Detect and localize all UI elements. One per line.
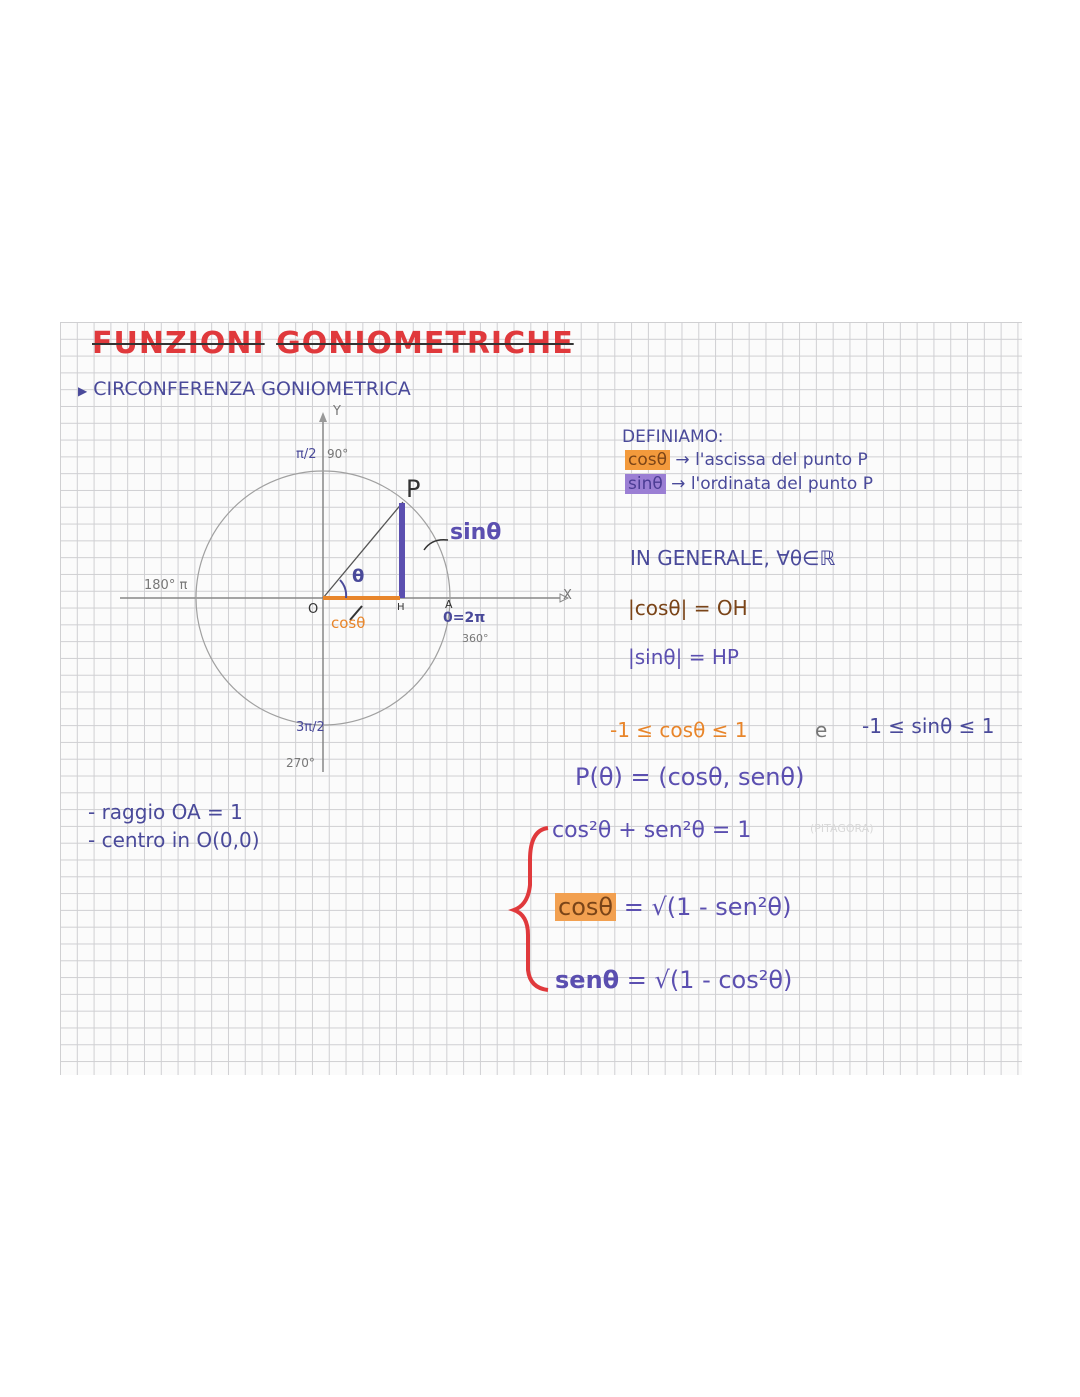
page-title: FUNZIONI GONIOMETRICHE bbox=[92, 326, 574, 361]
sin-definition: → l'ordinata del punto P bbox=[671, 474, 873, 494]
sin-formula: senθ = √(1 - cos²θ) bbox=[555, 966, 792, 994]
label-a: A bbox=[445, 598, 453, 611]
sin-arrow bbox=[423, 538, 449, 551]
label-p: P bbox=[406, 475, 421, 503]
sin-formula-lhs: senθ bbox=[555, 966, 620, 994]
sin-label: sinθ bbox=[450, 520, 502, 545]
grid-paper bbox=[60, 322, 1022, 1075]
label-180: 180° π bbox=[144, 578, 188, 593]
cos-arrow bbox=[349, 605, 363, 621]
definitions-heading: DEFINIAMO: bbox=[622, 427, 724, 447]
label-90-deg: 90° bbox=[327, 447, 349, 461]
point-definition: P(θ) = (cosθ, senθ) bbox=[575, 763, 805, 791]
range-sin: -1 ≤ sinθ ≤ 1 bbox=[862, 714, 995, 738]
cos-formula-rhs: = √(1 - sen²θ) bbox=[623, 893, 792, 921]
definition-cos: cosθ → l'ascissa del punto P bbox=[625, 450, 868, 470]
cos-label: cosθ bbox=[331, 614, 366, 632]
cos-formula-lhs: cosθ bbox=[555, 893, 617, 921]
system-brace bbox=[508, 826, 549, 992]
angle-theta: θ bbox=[352, 566, 365, 587]
label-pi-half: π/2 bbox=[296, 447, 317, 462]
note-radius: - raggio OA = 1 bbox=[88, 800, 243, 824]
note-center: - centro in O(0,0) bbox=[88, 828, 260, 852]
definition-sin: sinθ → l'ordinata del punto P bbox=[625, 474, 873, 494]
y-axis-label: Y bbox=[333, 404, 341, 419]
sin-term: sinθ bbox=[625, 474, 666, 494]
unit-circle bbox=[195, 470, 451, 726]
section-heading: ▶ CIRCONFERENZA GONIOMETRICA bbox=[78, 378, 411, 400]
y-axis-arrow bbox=[319, 412, 327, 422]
cos-term: cosθ bbox=[625, 450, 671, 470]
section-heading-text: CIRCONFERENZA GONIOMETRICA bbox=[93, 378, 411, 400]
x-axis-arrow bbox=[559, 593, 570, 603]
title-word-1: FUNZIONI bbox=[92, 326, 265, 361]
cos-definition: → l'ascissa del punto P bbox=[675, 450, 868, 470]
cos-formula: cosθ = √(1 - sen²θ) bbox=[555, 893, 791, 921]
label-3pi-half: 3π/2 bbox=[296, 720, 325, 735]
title-word-2: GONIOMETRICHE bbox=[276, 326, 574, 361]
radius-op bbox=[322, 501, 404, 599]
range-cos: -1 ≤ cosθ ≤ 1 bbox=[610, 718, 748, 742]
general-heading: IN GENERALE, ∀θ∈ℝ bbox=[630, 546, 836, 570]
abs-cos: |cosθ| = OH bbox=[628, 596, 748, 620]
label-2pi: 0=2π bbox=[443, 610, 486, 626]
identity-note: (PITAGORA) bbox=[810, 822, 874, 835]
range-and: e bbox=[815, 718, 828, 742]
angle-arc bbox=[339, 579, 348, 599]
label-360-deg: 360° bbox=[462, 632, 489, 645]
x-axis-label: X bbox=[563, 588, 572, 603]
sin-formula-rhs: = √(1 - cos²θ) bbox=[626, 966, 793, 994]
bullet-icon: ▶ bbox=[78, 384, 88, 398]
label-origin: O bbox=[308, 602, 319, 617]
label-270-deg: 270° bbox=[286, 756, 315, 770]
abs-sin: |sinθ| = HP bbox=[628, 645, 739, 669]
label-h: H bbox=[397, 602, 405, 613]
pythagorean-identity: cos²θ + sen²θ = 1 bbox=[552, 818, 752, 843]
